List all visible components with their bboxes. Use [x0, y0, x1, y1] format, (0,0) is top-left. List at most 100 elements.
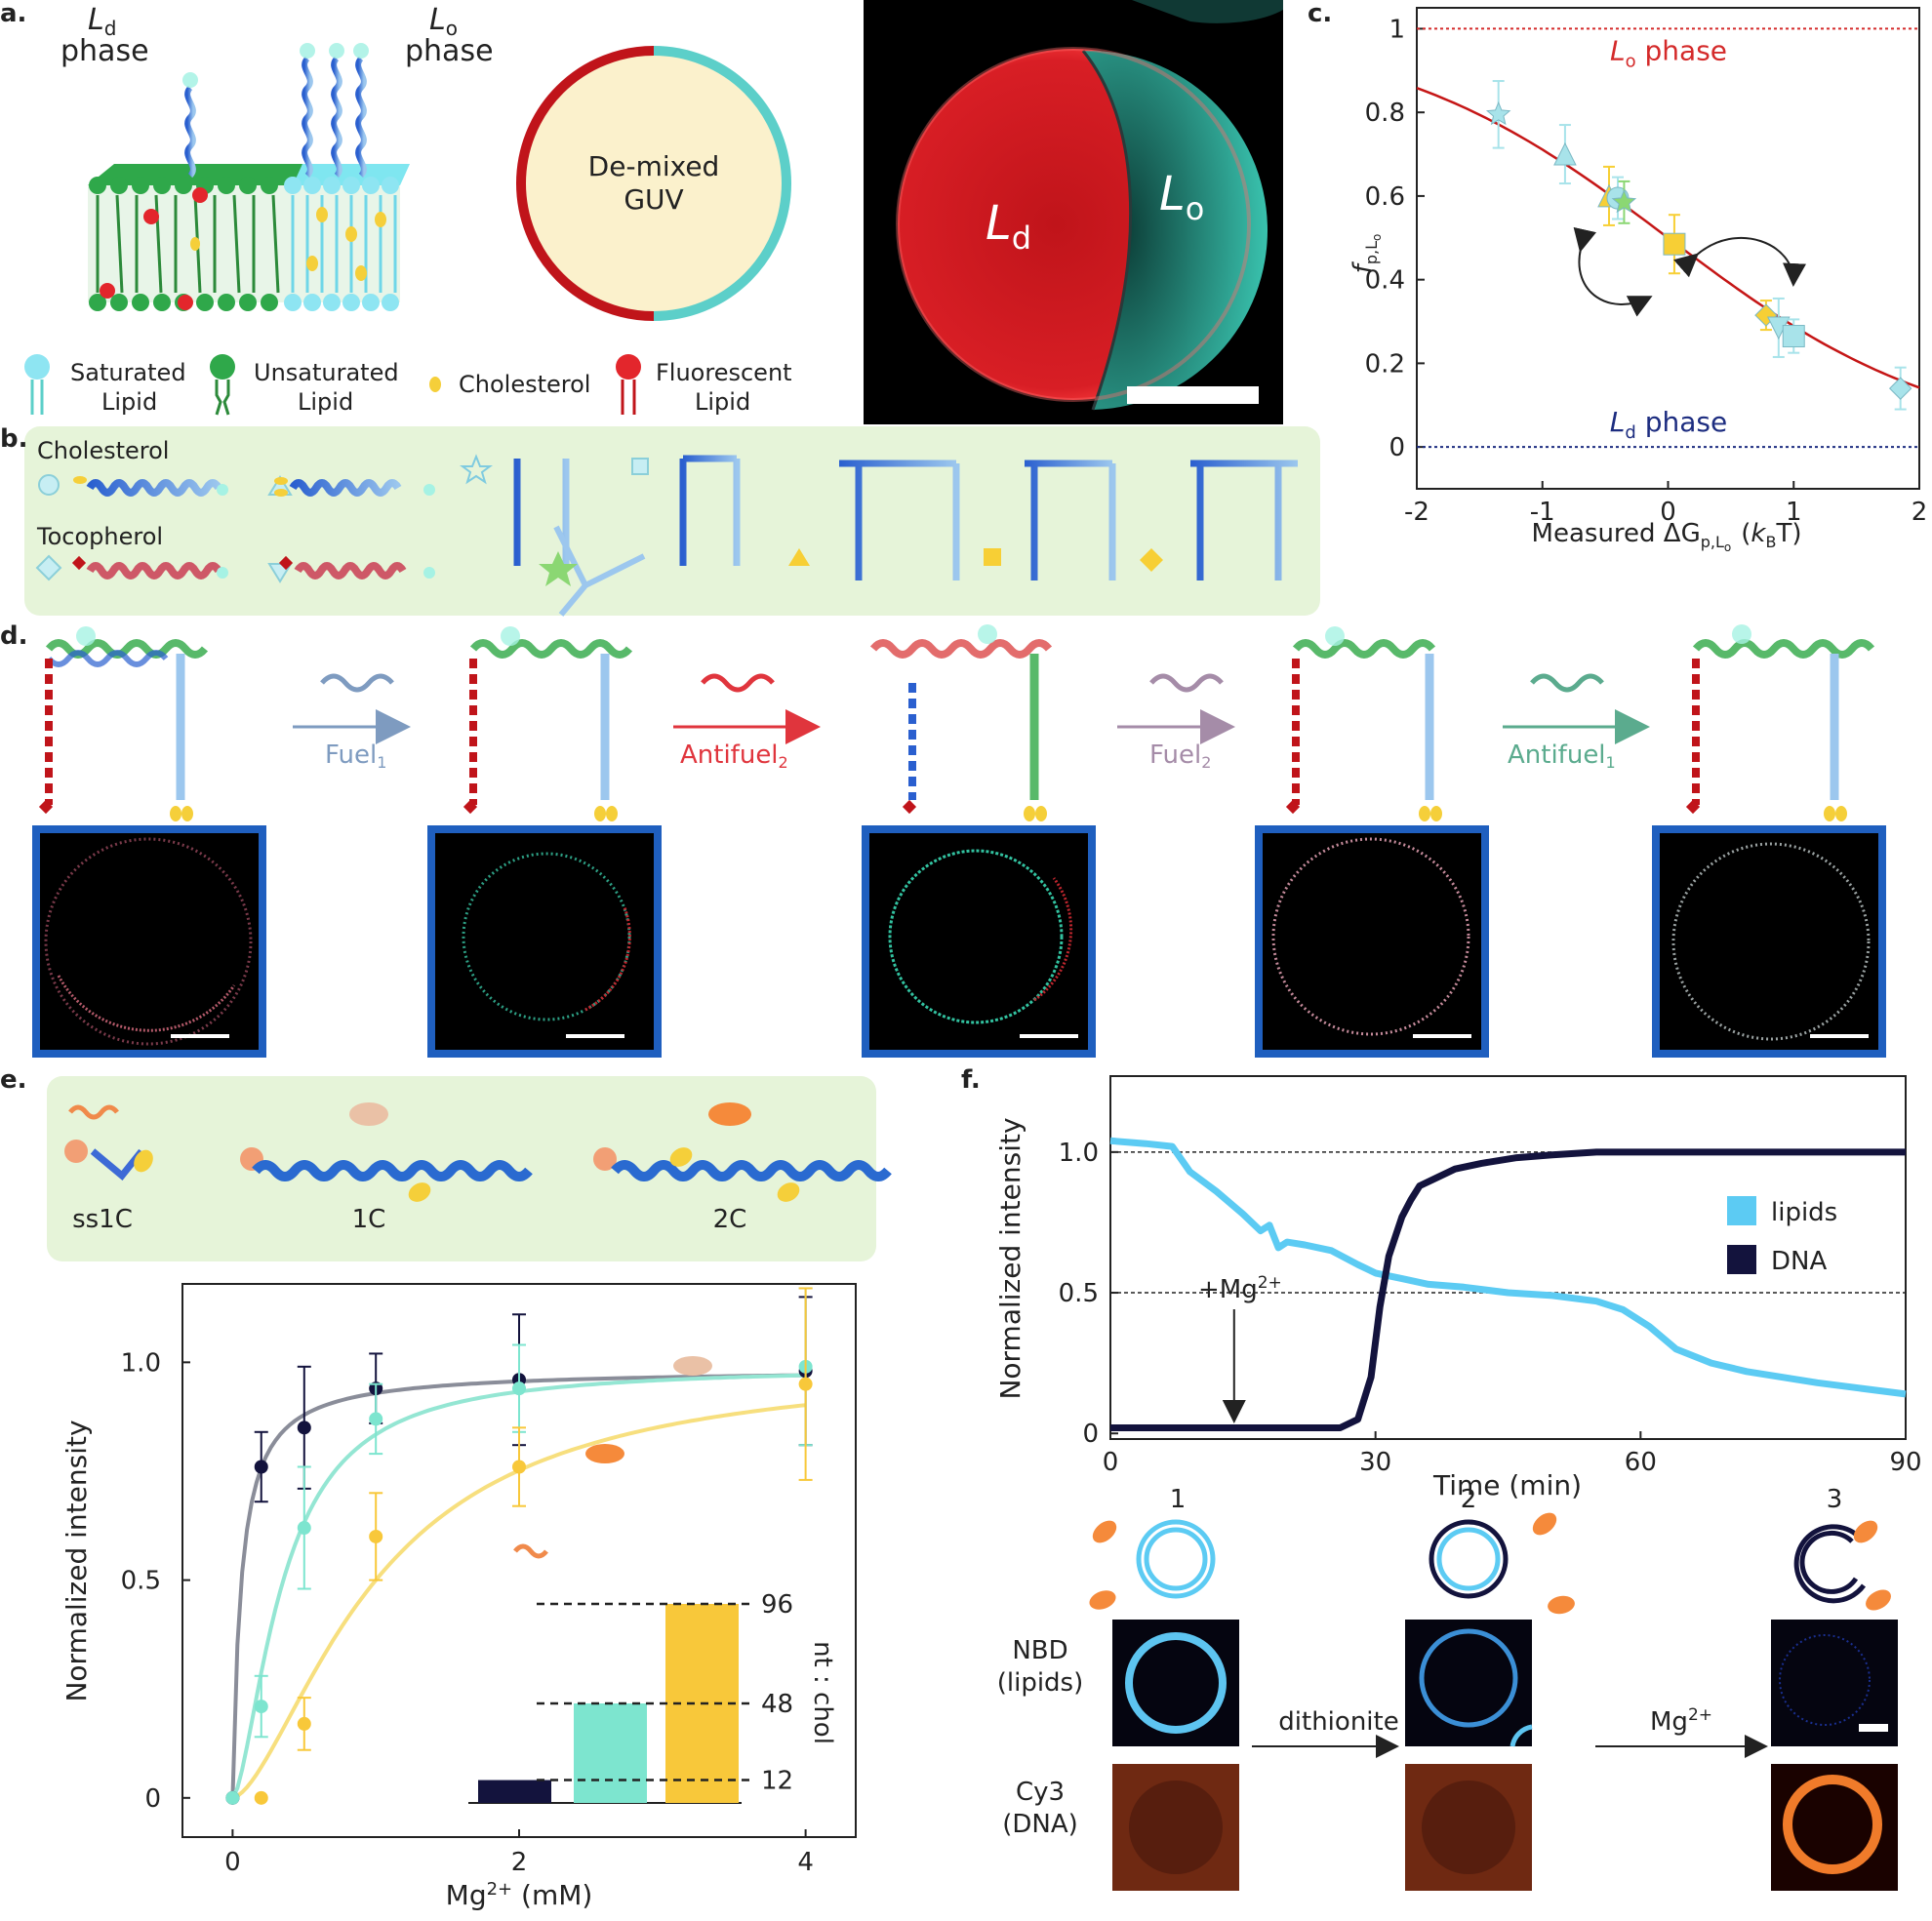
ld-phase-word: phase	[60, 34, 149, 68]
chart-f-series-dna	[1110, 1148, 1906, 1431]
demixed-guv-diagram: De-mixed GUV	[516, 46, 791, 321]
chart-f-xlabel: Time (min)	[1432, 1469, 1582, 1501]
legend-cholesterol: Cholesterol	[429, 371, 590, 398]
dna-state-3	[869, 624, 1053, 821]
legend-dna-swatch	[1727, 1245, 1756, 1274]
step-2-label: 2	[1461, 1485, 1477, 1514]
chart-c-ytick-label: 0.2	[1365, 349, 1405, 379]
micrograph-ld-label: Ld	[986, 196, 1031, 257]
inset-bar	[478, 1780, 551, 1803]
chart-c-points	[1485, 80, 1912, 411]
dna-state-2	[463, 626, 633, 821]
chart-f-ylabel: Normalized intensity	[994, 1117, 1026, 1399]
arrow-fuel1: Fuel1	[293, 673, 411, 772]
chart-e-point	[297, 1421, 311, 1435]
confocal-frame-4	[1255, 825, 1489, 1058]
row-label-nbd-2: (lipids)	[997, 1668, 1084, 1698]
chart-f-lines	[1109, 1137, 1907, 1431]
legend-fluorescent: Fluorescent Lipid	[616, 354, 792, 416]
inset-tick-label: 12	[761, 1767, 793, 1796]
panel-b: b. Cholesterol Tocopherol	[0, 424, 1320, 617]
chart-c-point	[1663, 232, 1686, 256]
lo-phase-label: Lo phase	[1610, 34, 1727, 71]
confocal-frame-2	[427, 825, 662, 1058]
row-label-cy3-2: (DNA)	[1002, 1810, 1078, 1839]
chart-e-xtick-label: 0	[224, 1848, 241, 1877]
inset-axis-label: nt : chol	[808, 1641, 837, 1744]
marker-diamond-icon	[35, 554, 62, 581]
chart-e-point	[297, 1716, 311, 1731]
vesicle-steps: 1 2 3 NBD (lipids)	[997, 1485, 1898, 1891]
chart-e-ytick-label: 0.5	[121, 1567, 161, 1596]
arrow-fuel2: Fuel2	[1117, 673, 1235, 772]
chart-c-ytick-label: 0.6	[1365, 182, 1405, 212]
dna-state-1	[38, 626, 209, 821]
reaction-arrows: Fuel1 Antifuel2 Fuel2 Antifuel1	[293, 673, 1650, 772]
ld-phase-title: Ld	[88, 3, 116, 40]
dna-state-4	[1285, 626, 1442, 821]
legend-dna-label: DNA	[1771, 1247, 1827, 1276]
svg-text:Antifuel1: Antifuel1	[1508, 740, 1616, 772]
confocal-frame-1	[32, 825, 266, 1058]
chart-e-point	[512, 1381, 526, 1396]
arrow-antifuel2: Antifuel2	[673, 673, 821, 772]
svg-text:Fuel1: Fuel1	[325, 740, 386, 772]
chart-e-point	[369, 1529, 383, 1543]
legend-saturated: Saturated Lipid	[24, 354, 186, 416]
lo-phase-title: Lo	[429, 3, 458, 40]
nbd-image-2	[1405, 1620, 1533, 1747]
mg-annotation: +Mg2+	[1198, 1273, 1282, 1304]
confocal-frames	[32, 825, 1886, 1058]
chart-c-xtick-label: 1	[1786, 498, 1802, 527]
svg-text:Antifuel2: Antifuel2	[680, 740, 788, 772]
mg-step-label: Mg2+	[1650, 1705, 1712, 1737]
cy3-image-3	[1771, 1764, 1898, 1891]
chart-f-xtick-label: 0	[1103, 1448, 1119, 1477]
chart-e-points	[225, 1287, 813, 1805]
chart-c-xlabel: Measured ΔGp,Lo(kBT)	[1532, 519, 1802, 554]
vesicle-2-icon	[1429, 1512, 1575, 1615]
chart-e-point	[297, 1521, 311, 1536]
chart-c-ytick-label: 1	[1389, 15, 1405, 44]
chart-e-xtick-label: 2	[511, 1848, 528, 1877]
chart-c-xtick-label: -1	[1530, 498, 1555, 527]
dithionite-label: dithionite	[1278, 1707, 1398, 1737]
guv-label-line2: GUV	[624, 183, 683, 216]
step-3-label: 3	[1827, 1485, 1843, 1514]
confocal-frame-5	[1652, 825, 1886, 1058]
chart-c-point	[1888, 377, 1912, 400]
inset-tick-label: 96	[761, 1590, 793, 1620]
chart-e-xlabel: Mg2+ (mM)	[446, 1879, 593, 1911]
scale-bar	[1127, 386, 1259, 404]
svg-text:Unsaturated: Unsaturated	[254, 359, 399, 386]
chart-e-xtick-label: 4	[797, 1848, 814, 1877]
legend-lipids-label: lipids	[1771, 1198, 1837, 1227]
inset-2c-icon	[673, 1356, 712, 1376]
micrograph-lo-label: Lo	[1159, 167, 1204, 227]
chart-c-ytick-label: 0	[1389, 433, 1405, 462]
chart-e-point	[369, 1412, 383, 1426]
swap-arrow-right	[1673, 237, 1806, 287]
row-label-nbd-1: NBD	[1012, 1636, 1067, 1665]
construct-icons: ss1C 1C 2C	[64, 1102, 892, 1234]
chart-e-ytick-label: 1.0	[121, 1348, 161, 1378]
panel-a-label: a.	[0, 0, 26, 28]
svg-text:Saturated: Saturated	[70, 359, 186, 386]
chart-f-xtick-label: 30	[1359, 1448, 1391, 1477]
chart-f-series-lipids	[1109, 1137, 1907, 1398]
membrane-illustration	[88, 43, 410, 311]
ld-phase-label: Ld phase	[1610, 406, 1727, 443]
cy3-image-2	[1405, 1764, 1532, 1891]
panel-f-label: f.	[961, 1065, 981, 1095]
chart-e-point	[798, 1377, 813, 1391]
inset-1c-icon	[585, 1444, 624, 1463]
legend-lipids-swatch	[1727, 1196, 1756, 1225]
